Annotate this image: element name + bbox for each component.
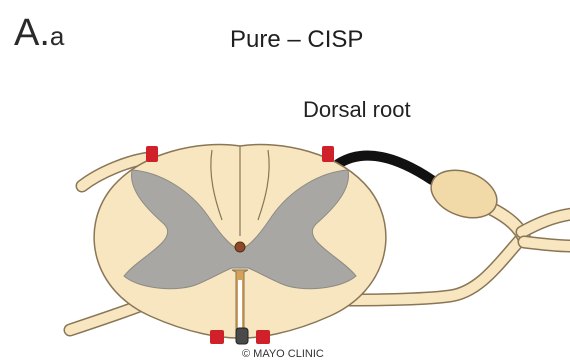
vessel-ventral-right [256, 330, 270, 344]
copyright-credit: © MAYO CLINIC [242, 348, 324, 360]
nerve-branch-lower-fill [524, 242, 570, 246]
anterior-spinal-artery [236, 328, 248, 344]
vessel-dorsal-right [322, 146, 334, 162]
nerve-branch-upper-fill [522, 214, 570, 232]
central-canal [235, 242, 245, 252]
vessel-ventral-left [210, 330, 224, 344]
vessel-dorsal-left [146, 146, 158, 162]
